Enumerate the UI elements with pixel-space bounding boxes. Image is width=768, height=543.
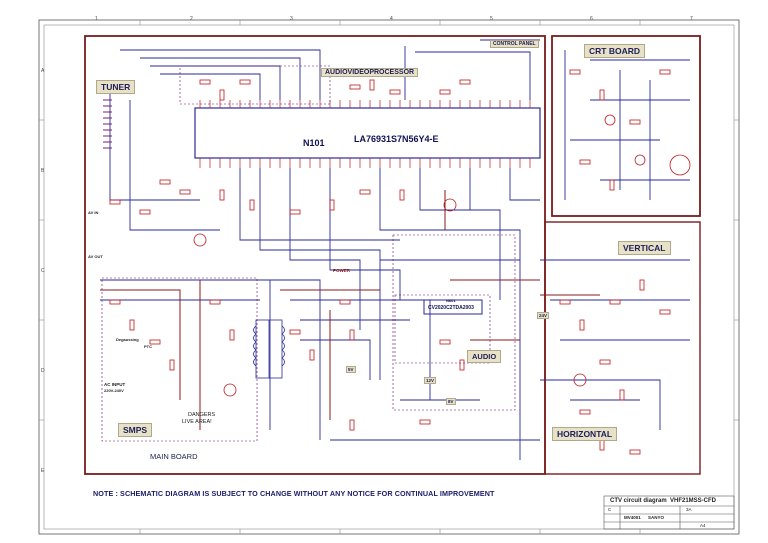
grid-col-3: 3: [290, 16, 293, 22]
dashed-regions: [101, 65, 516, 442]
title-block-doc-no: MV4001: [624, 515, 641, 520]
rail-12v-tag: 12V: [424, 377, 437, 384]
title-block-sheet: 3A: [686, 507, 692, 512]
horizontal-label: HORIZONTAL: [552, 427, 618, 441]
outer-border: [38, 19, 740, 535]
grid-col-4: 4: [390, 16, 393, 22]
degaussing-label: Degaussing: [116, 337, 139, 342]
grid-col-1: 1: [95, 16, 98, 22]
rail-8v-tag: 8V: [446, 398, 456, 405]
rail-5v-tag: 5V: [346, 366, 356, 373]
deflection-frame: [544, 221, 701, 475]
title-block-page: A4: [700, 523, 706, 528]
ic-n601-ref: N601: [446, 298, 456, 303]
wiring: [100, 39, 690, 460]
smps-label: SMPS: [118, 423, 153, 437]
power-label: POWER: [333, 268, 351, 273]
tuner-connector: [103, 99, 112, 149]
av-out-label: AV OUT: [88, 254, 103, 259]
main-board-frame: [84, 35, 546, 475]
title-block-rev: C: [608, 507, 612, 512]
grid-row-e: E: [41, 468, 45, 474]
grid-row-b: B: [41, 168, 45, 174]
control-panel-label: CONTROL PANEL: [490, 40, 539, 48]
grid-col-7: 7: [690, 16, 693, 22]
grid-ticks: [39, 20, 739, 534]
ic-n601-body: [423, 299, 483, 315]
grid-col-2: 2: [190, 16, 193, 22]
title-block-frame: [603, 495, 735, 530]
power-wiring: [100, 190, 600, 430]
crt-board-label: CRT BOARD: [584, 44, 645, 58]
grid-col-5: 5: [490, 16, 493, 22]
grid-row-d: D: [41, 368, 45, 374]
ptc-label: PTC: [144, 344, 152, 349]
ic-n101-ref: N101: [303, 138, 325, 148]
ic-n601-part: CV2020C2TDA2003: [428, 305, 474, 311]
main-board-label: MAIN BOARD: [150, 452, 198, 461]
smps-transformer: [253, 319, 285, 379]
vertical-label: VERTICAL: [618, 241, 671, 255]
tuner-label: TUNER: [96, 80, 136, 94]
ic-n101-body: [194, 107, 541, 159]
title-block-title: CTV circuit diagram: [610, 498, 667, 504]
title-block-brand: SANYO: [648, 515, 665, 520]
rail-24v-tag: 24V: [537, 312, 550, 319]
schematic-note: NOTE : SCHEMATIC DIAGRAM IS SUBJECT TO C…: [93, 489, 495, 498]
title-block-model: VHF21MSS-CFD: [670, 498, 717, 504]
ac-range-label: 220V-240V: [104, 388, 124, 393]
audio-video-processor-label: AUDIOVIDEOPROCESSOR: [321, 68, 419, 77]
grid-row-c: C: [41, 268, 45, 274]
ic-n101-pins: [199, 100, 531, 168]
ic-n101-part: LA76931S7N56Y4-E: [354, 134, 439, 144]
audio-label: AUDIO: [467, 350, 502, 363]
live-area-note: LIVE AREA!: [182, 419, 212, 425]
grid-col-6: 6: [590, 16, 593, 22]
grid-row-a: A: [41, 68, 45, 74]
dangers-note: DANGERS: [188, 412, 216, 418]
av-in-label: AV IN: [88, 210, 99, 215]
components: [109, 69, 691, 455]
crt-board-frame: [551, 35, 701, 217]
inner-border: [43, 24, 735, 530]
ac-input-label: AC INPUT: [104, 382, 126, 387]
